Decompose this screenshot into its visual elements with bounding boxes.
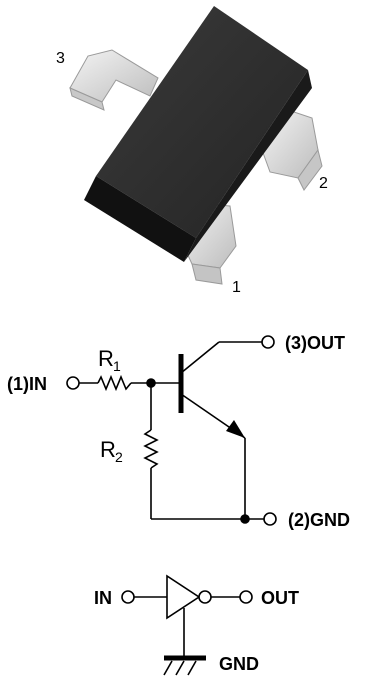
svg-text:R: R	[100, 437, 116, 462]
gnd-label: (2)GND	[288, 510, 350, 530]
symbol-gnd-label: GND	[219, 654, 259, 674]
in-label: (1)IN	[7, 374, 47, 394]
pin-number-3: 3	[56, 50, 65, 67]
pin-number-1: 1	[232, 279, 241, 296]
symbol-out-terminal	[239, 590, 253, 604]
r1-label: R 1	[98, 346, 121, 374]
in-terminal	[66, 376, 80, 390]
transistor-collector	[180, 341, 220, 374]
svg-text:1: 1	[113, 358, 121, 374]
resistor-r2	[143, 429, 159, 469]
out-label: (3)OUT	[285, 333, 345, 353]
symbol-out-label: OUT	[261, 588, 299, 608]
lead-3	[69, 49, 159, 111]
equivalent-circuit	[66, 335, 277, 526]
inverter-triangle	[166, 574, 201, 620]
resistor-r1	[97, 374, 132, 392]
inverter-bubble	[198, 590, 212, 604]
out-terminal	[261, 335, 275, 349]
svg-text:2: 2	[115, 449, 123, 465]
inverter-symbol	[121, 574, 253, 676]
pin-number-2: 2	[319, 175, 328, 192]
symbol-in-label: IN	[94, 588, 112, 608]
lead-2	[261, 109, 323, 191]
sot23-package	[69, 6, 323, 285]
svg-text:R: R	[98, 346, 114, 371]
gnd-terminal	[263, 512, 277, 526]
package-body	[84, 6, 312, 262]
symbol-in-terminal	[121, 590, 135, 604]
emitter-arrow	[226, 420, 245, 438]
r2-label: R 2	[100, 437, 123, 465]
